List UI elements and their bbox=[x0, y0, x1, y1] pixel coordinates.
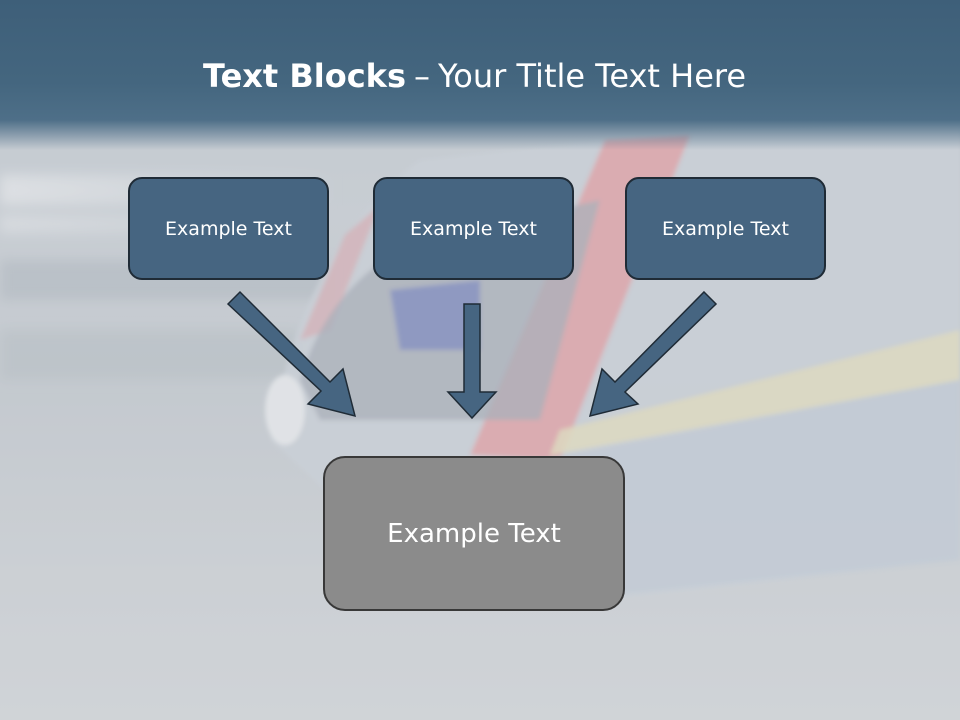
title-bold-part: Text Blocks bbox=[203, 57, 406, 95]
block-3-label: Example Text bbox=[662, 217, 789, 240]
title-rest-part: Your Title Text Here bbox=[438, 57, 747, 95]
example-text-block-3[interactable]: Example Text bbox=[625, 177, 826, 280]
example-text-block-2[interactable]: Example Text bbox=[373, 177, 574, 280]
slide-title: Text Blocks–Your Title Text Here bbox=[203, 54, 746, 98]
block-2-label: Example Text bbox=[410, 217, 537, 240]
title-band bbox=[0, 0, 960, 150]
main-block-label: Example Text bbox=[387, 518, 561, 549]
block-1-label: Example Text bbox=[165, 217, 292, 240]
example-text-main-block[interactable]: Example Text bbox=[323, 456, 625, 611]
title-separator: – bbox=[414, 57, 430, 95]
example-text-block-1[interactable]: Example Text bbox=[128, 177, 329, 280]
